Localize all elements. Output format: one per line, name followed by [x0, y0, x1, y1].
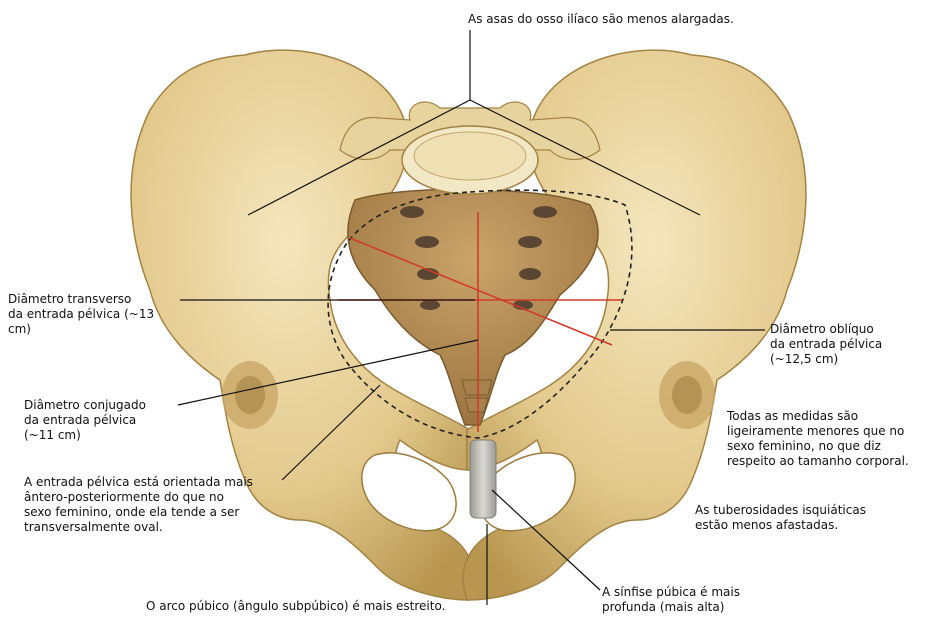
- label-conjugate-diameter: Diâmetro conjugado da entrada pélvica (~…: [24, 398, 146, 443]
- label-smaller-measures: Todas as medidas são ligeiramente menore…: [727, 409, 909, 469]
- label-ischial-tuberosities: As tuberosidades isquiáticas estão menos…: [695, 503, 866, 533]
- label-oblique-diameter: Diâmetro oblíquo da entrada pélvica (~12…: [770, 322, 882, 367]
- label-pubic-symphysis: A sínfise púbica é mais profunda (mais a…: [602, 585, 740, 615]
- label-pubic-arch: O arco púbico (ângulo subpúbico) é mais …: [146, 599, 445, 614]
- label-iliac-wings: As asas do osso ilíaco são menos alargad…: [468, 12, 734, 27]
- label-transverse-diameter: Diâmetro transverso da entrada pélvica (…: [8, 292, 154, 337]
- pubic-symphysis: [470, 440, 496, 518]
- label-inlet-orientation: A entrada pélvica está orientada mais ân…: [24, 475, 253, 535]
